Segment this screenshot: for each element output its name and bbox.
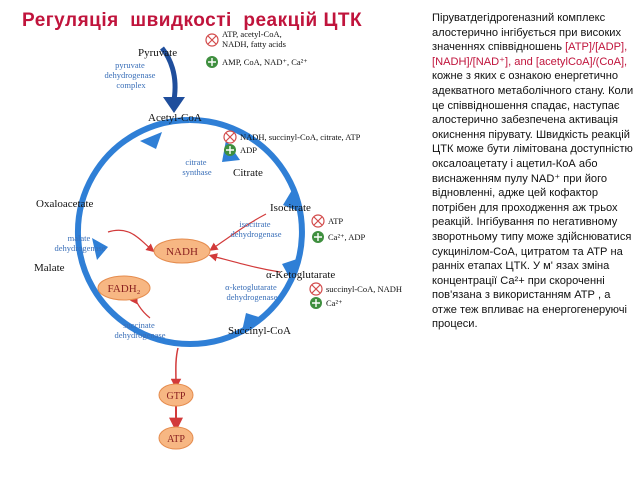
idh-inhibitors-label: ATP [328, 216, 343, 226]
kgdh-activators-label: Ca²⁺ [326, 298, 343, 308]
mdh-enzyme-label: malate dehydrogenase [55, 233, 106, 253]
succinyl-coa-label: Succinyl-CoA [228, 325, 291, 337]
fadh2-oval [97, 275, 151, 301]
nadh-label: NADH [166, 246, 198, 258]
cycle-arrowhead-malate [92, 238, 108, 260]
pdh-activators-label: AMP, CoA, NAD⁺, Ca²⁺ [222, 57, 308, 67]
kgdh-enzyme-label: α-ketoglutarate dehydrogenase [225, 282, 279, 302]
atp-label: ATP [167, 434, 185, 445]
page-title: Регуляція швидкості реакцій ЦТК [22, 10, 363, 31]
nadh-oval [153, 238, 211, 264]
description-text: Піруватдегідрогеназний комплекс алостери… [432, 11, 636, 332]
fadh2-label: FADH₂ [108, 283, 141, 295]
idh-inhibitor-icon [311, 214, 325, 228]
oxaloacetate-label: Oxaloacetate [36, 198, 94, 210]
succinyl-gtp-arrow [170, 347, 182, 390]
idh-activator-icon [312, 231, 324, 243]
malate-nadh-arrow [107, 229, 155, 253]
tca-cycle-ring [74, 117, 305, 347]
cs-enzyme-label: citrate synthase [182, 157, 212, 177]
tca-regulation-diagram: NADH FADH₂ GTP ATP Pyruvate Acetyl-CoA C… [34, 29, 402, 450]
gtp-oval [158, 383, 194, 407]
atp-oval [158, 426, 194, 450]
pdh-arrow [160, 46, 178, 101]
ketoglutarate-label: α-Ketoglutarate [266, 269, 335, 281]
pdh-enzyme-label: pyruvate dehydrogenase complex [104, 60, 157, 90]
kgdh-inhibitor-icon [309, 282, 323, 296]
citrate-label: Citrate [233, 167, 263, 179]
pdh-inhibitors-label: ATP, acetyl-CoA, NADH, fatty acids [222, 29, 286, 49]
pdh-activator-icon [206, 56, 218, 68]
cs-activator-icon [224, 144, 236, 156]
description-intro: Піруватдегідрогеназний комплекс алостери… [432, 12, 622, 54]
pdh-inhibitor-icon [205, 33, 219, 47]
isocitrate-nadh-arrow [209, 213, 267, 251]
cycle-arrowhead-isocitrate [283, 190, 300, 212]
kgdh-activator-icon [310, 297, 322, 309]
cs-activators-label: ADP [240, 145, 257, 155]
malate-label: Malate [34, 262, 65, 274]
fadh2-arrow [129, 294, 151, 319]
gtp-label: GTP [167, 391, 186, 402]
cycle-arrowhead-succinyl [242, 313, 262, 331]
cycle-arrowhead-oxaloacetate [140, 132, 162, 149]
cycle-arrowhead-ketoglutarate [282, 258, 300, 282]
kgdh-inhibitors-label: succinyl-CoA, NADH [326, 284, 402, 294]
pyruvate-label: Pyruvate [138, 47, 177, 59]
scs-enzyme-label: succinate dehydrogenase [115, 320, 166, 340]
pdh-arrow-head [163, 97, 185, 113]
idh-activators-label: Ca²⁺, ADP [328, 232, 366, 242]
ketoglutarate-nadh-arrow [208, 253, 281, 273]
description-ratios: [ATP]/[ADP], [NADH]/[NAD⁺], and [acetylC… [432, 41, 628, 68]
acetyl-coa-label: Acetyl-CoA [148, 112, 202, 124]
description-rest: кожне з яких є ознакою енергетично адекв… [432, 70, 634, 331]
isocitrate-label: Isocitrate [270, 202, 311, 214]
cs-inhibitors-label: NADH, succinyl-CoA, citrate, ATP [240, 132, 361, 142]
cs-inhibitor-icon [223, 130, 237, 144]
idh-enzyme-label: isocitrate dehydrogenase [231, 219, 282, 239]
